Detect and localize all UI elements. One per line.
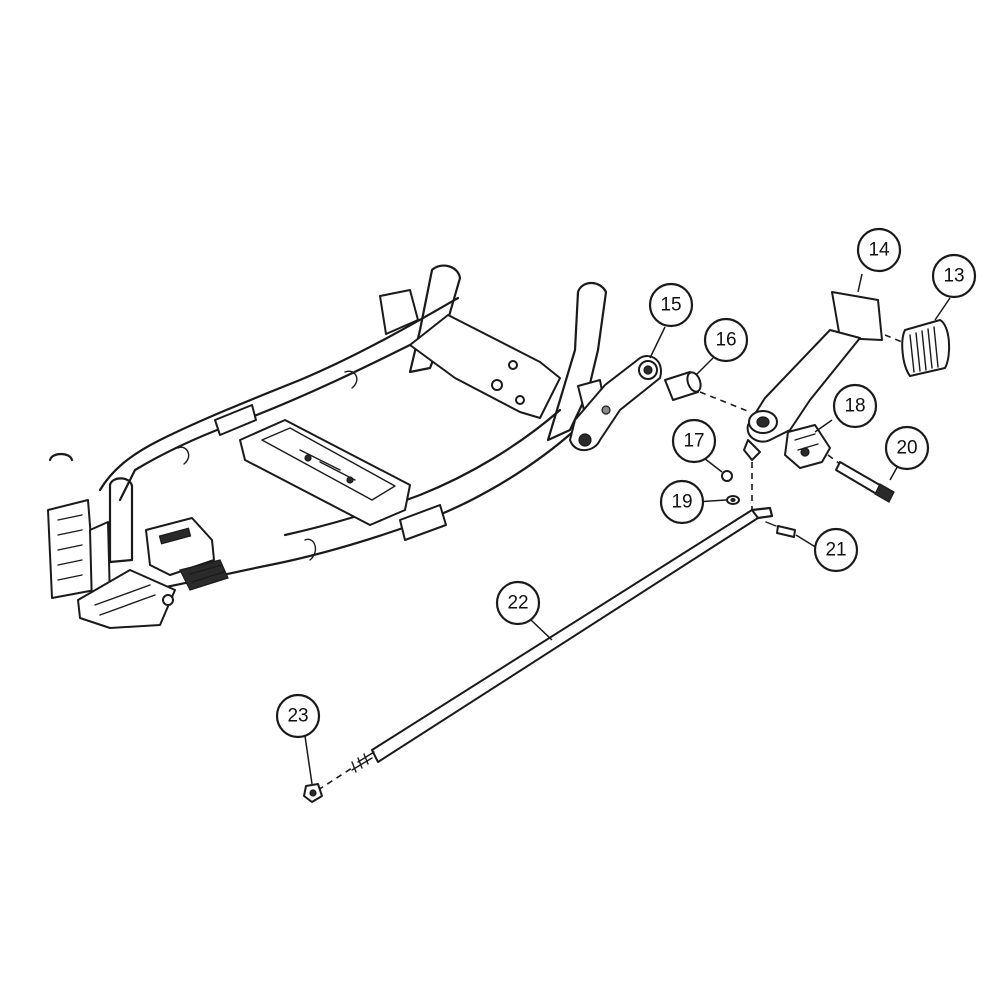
callout-23-label: 23 [287, 706, 308, 727]
callout-22-label: 22 [507, 593, 528, 614]
callout-13-label: 13 [943, 266, 964, 287]
part-19-washer [726, 495, 740, 505]
part-16-bushing [664, 371, 702, 401]
callout-13: 13 [931, 253, 977, 299]
callout-16-label: 16 [715, 330, 736, 351]
part-22-brake-rod [351, 506, 774, 773]
callout-14: 14 [856, 227, 902, 273]
callout-19: 19 [659, 479, 705, 525]
callout-20-label: 20 [896, 438, 917, 459]
callout-15-label: 15 [660, 295, 681, 316]
callout-21-label: 21 [825, 540, 846, 561]
callout-18-label: 18 [844, 396, 865, 417]
callout-16: 16 [703, 317, 749, 363]
callout-21: 21 [813, 527, 859, 573]
callout-15: 15 [648, 282, 694, 328]
callout-22: 22 [495, 580, 541, 626]
part-17-nut [721, 470, 733, 482]
callout-23: 23 [275, 693, 321, 739]
callout-14-label: 14 [868, 240, 890, 261]
callout-18: 18 [832, 383, 878, 429]
part-20-bolt [835, 461, 895, 503]
callout-20: 20 [884, 425, 930, 471]
callout-19-label: 19 [671, 492, 692, 513]
part-21-pin [765, 521, 796, 538]
part-23-nut [303, 783, 323, 803]
part-13-pedal-rubber [901, 319, 951, 377]
callout-17: 17 [671, 418, 717, 464]
leader-lines [304, 273, 951, 785]
part-18-clevis [784, 424, 831, 469]
motorcycle-frame [47, 264, 608, 629]
callout-17-label: 17 [683, 431, 704, 452]
part-15-linkage-arm [569, 355, 662, 452]
part-14-brake-pedal [743, 291, 883, 461]
